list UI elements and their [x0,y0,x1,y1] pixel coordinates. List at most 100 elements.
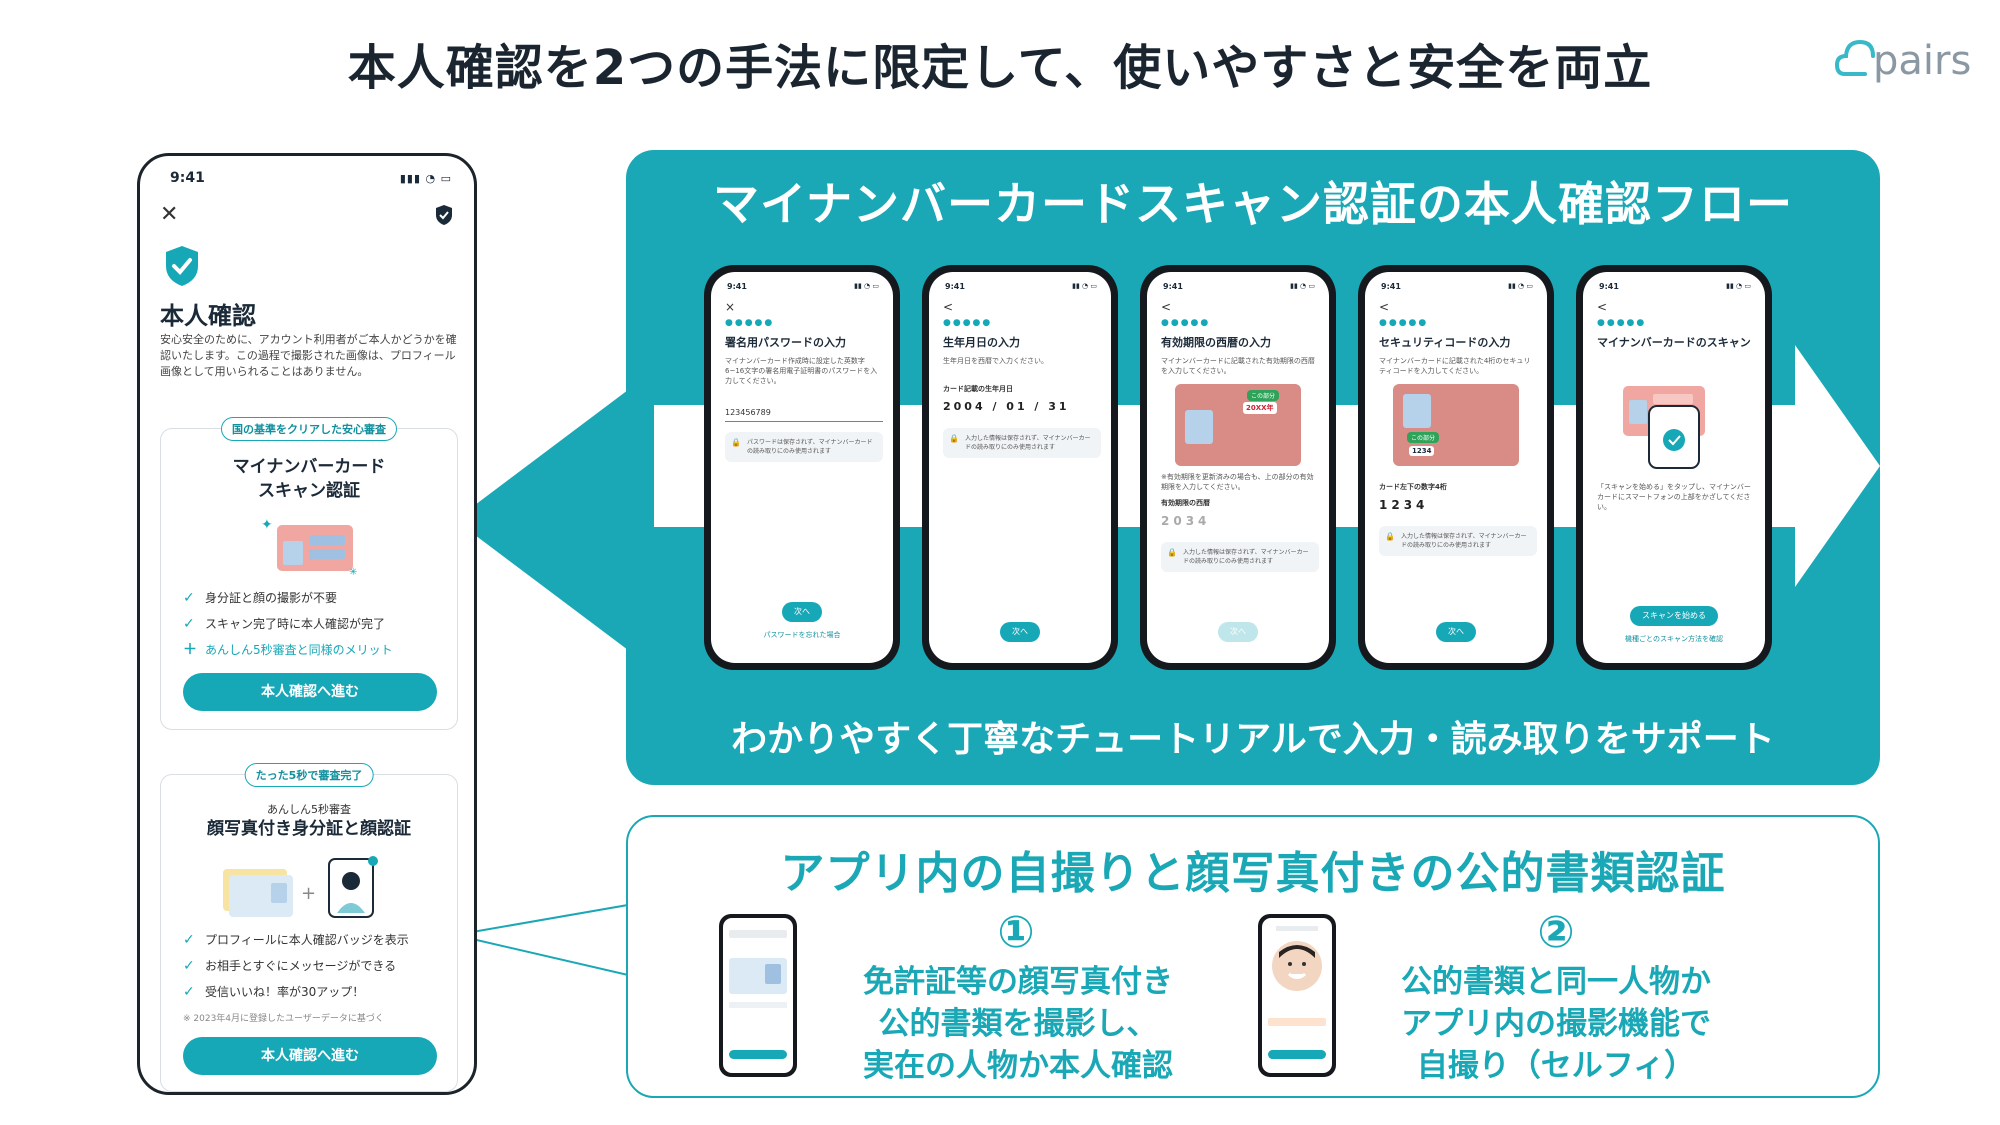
status-time: 9:41 [170,170,205,186]
verification-heading: 本人確認 [160,302,256,330]
page-title: 本人確認を2つの手法に限定して、使いやすさと安全を両立 [347,40,1653,96]
flow-title: マイナンバーカードスキャン認証の本人確認フロー [712,177,1794,231]
right-arrow-icon [1795,345,1880,587]
svg-text:✳: ✳ [349,567,357,577]
screen-title: セキュリティコードの入力 [1379,336,1511,349]
next-button[interactable]: 次へ [1000,622,1040,642]
status-time: 9:41 [1163,282,1183,291]
card-subtitle: あんしん5秒審査 [267,803,351,816]
privacy-note: パスワードは保存されず、マイナンバーカードの読み取りにのみ使用されます [725,432,883,462]
step2-text: 公的書類と同一人物か アプリ内の撮影機能で 自撮り（セルフィ） [1401,964,1711,1084]
step1-text: 免許証等の顔写真付き 公的書類を撮影し、 実在の人物か本人確認 [863,964,1173,1084]
back-icon[interactable]: < [1379,300,1390,314]
status-icons: ▮▮ ◔ ▭ [1290,282,1315,290]
card-tag: たった5秒で審査完了 [244,763,374,787]
card2-benefits: ✓プロフィールに本人確認バッジを表示 ✓お相手とすぐにメッセージができる ✓受信… [183,927,409,1005]
highlight-badge: この部分 [1247,390,1280,401]
flow-screen-password: 9:41 ▮▮ ◔ ▭ × ●●●●● 署名用パスワードの入力 マイナンバーカー… [704,265,900,670]
card-title-line2: スキャン認証 [258,481,360,501]
card1-benefits: ✓身分証と顔の撮影が不要 ✓スキャン完了時に本人確認が完了 ＋あんしん5秒審査と… [183,585,393,663]
status-time: 9:41 [945,282,965,291]
security-code-input[interactable]: 1234 [1379,498,1429,512]
footnote: ※ 2023年4月に登録したユーザーデータに基づく [183,1014,384,1024]
status-icons: ▮▮ ◔ ▭ [1508,282,1533,290]
selfie-verification-panel: アプリ内の自撮りと顔写真付きの公的書類認証 ① 免許証等の顔写真付き 公的書類を… [626,815,1880,1098]
privacy-note: 入力した情報は保存されず、マイナンバーカードの読み取りにのみ使用されます [1379,526,1537,556]
expiry-input[interactable]: 2034 [1161,514,1211,528]
cloud-icon [1835,39,1875,76]
screen-description: 生年月日を西暦で入力ください。 [943,357,1048,365]
pairs-logo: pairs [1835,34,1995,90]
phone-verification-screen: 9:41 ▮▮▮ ◔ ▭ ✕ 本人確認 安心安全のために、アカウント利用者がご本… [137,153,477,1095]
step-indicator: ●●●●● [943,318,993,328]
document-photo-phone [719,914,797,1077]
id-card-illustration-icon: ✦ ✳ [261,517,357,577]
birthdate-input[interactable]: 2004 / 01 / 31 [943,400,1070,413]
plus-icon: ＋ [183,642,197,658]
next-button[interactable]: 次へ [1218,622,1258,642]
card-tag: 国の基準をクリアした安心審査 [221,417,397,441]
field-label: 有効期限の西暦 [1161,499,1210,507]
screen-title: 署名用パスワードの入力 [725,336,846,349]
capture-button[interactable] [1268,1050,1326,1059]
privacy-note: 入力した情報は保存されず、マイナンバーカードの読み取りにのみ使用されます [943,428,1101,458]
selfie-face-image [1272,941,1322,991]
check-icon: ✓ [183,616,195,632]
step-indicator: ●●●●● [725,318,775,328]
screen-title: 生年月日の入力 [943,336,1020,349]
back-icon[interactable]: < [943,300,954,314]
mynumber-card-option: 国の基準をクリアした安心審査 マイナンバーカード スキャン認証 ✦ ✳ ✓身分証… [160,417,458,730]
step-indicator: ●●●●● [1597,318,1647,328]
check-icon: ✓ [183,932,195,948]
screen-title: マイナンバーカードのスキャン [1597,336,1751,349]
status-time: 9:41 [1381,282,1401,291]
verification-description: 安心安全のために、アカウント利用者がご本人かどうかを確認いたします。この過程で撮… [160,333,457,378]
step-indicator: ●●●●● [1161,318,1211,328]
back-icon[interactable]: < [1597,300,1608,314]
highlight-value: 1234 [1409,446,1435,456]
status-icons: ▮▮ ◔ ▭ [1726,282,1751,290]
capture-button[interactable] [729,1050,787,1059]
password-input[interactable]: 123456789 [725,408,883,422]
close-icon[interactable]: ✕ [160,202,179,227]
next-button[interactable]: 次へ [782,602,822,622]
verified-shield-icon [166,246,198,286]
back-icon[interactable]: < [1161,300,1172,314]
card-illustration: この部分 1234 [1393,384,1519,466]
photo-id-option: たった5秒で審査完了 あんしん5秒審査 顔写真付き身分証と顔認証 + ✓プロフィ… [160,763,458,1092]
list-item: ✓お相手とすぐにメッセージができる [183,953,409,979]
status-icons: ▮▮ ◔ ▭ [854,282,879,290]
screen-title: 有効期限の西暦の入力 [1161,336,1271,349]
proceed-button[interactable]: 本人確認へ進む [183,673,437,711]
connector-upper [455,390,628,650]
flow-screen-birthdate: 9:41 ▮▮ ◔ ▭ < ●●●●● 生年月日の入力 生年月日を西暦で入力くだ… [922,265,1118,670]
list-item: ＋あんしん5秒審査と同様のメリット [183,637,393,663]
selfie-phone [1258,914,1336,1077]
status-icons: ▮▮▮ ◔ ▭ [399,172,452,185]
screen-description: マイナンバーカード作成時に設定した英数字6~16文字の署名用電子証明書のパスワー… [725,357,878,385]
list-item: ✓スキャン完了時に本人確認が完了 [183,611,393,637]
scan-method-link[interactable]: 機種ごとのスキャン方法を確認 [1625,635,1723,643]
shield-icon[interactable] [434,204,454,226]
card-title-line1: マイナンバーカード [232,457,386,477]
next-button[interactable]: 次へ [1436,622,1476,642]
forgot-password-link[interactable]: パスワードを忘れた場合 [763,631,841,639]
screen-description: マイナンバーカードに記載された有効期限の西暦を入力してください。 [1161,357,1315,375]
check-icon: ✓ [183,590,195,606]
field-label: カード左下の数字4桁 [1379,483,1447,491]
logo-text: pairs [1873,38,1972,84]
proceed-button[interactable]: 本人確認へ進む [183,1037,437,1075]
flow-screen-expiry: 9:41 ▮▮ ◔ ▭ < ●●●●● 有効期限の西暦の入力 マイナンバーカード… [1140,265,1336,670]
list-item: ✓受信いいね！率が30アップ！ [183,979,409,1005]
phone-scan-illustration-icon [1623,386,1705,469]
check-icon: ✓ [183,958,195,974]
card-title: 顔写真付き身分証と顔認証 [207,819,411,839]
expiry-hint: ※有効期限を更新済みの場合も、上の部分の有効期限を入力してください。 [1161,473,1314,491]
close-icon[interactable]: × [725,300,736,314]
highlight-badge: この部分 [1407,432,1440,443]
start-scan-button[interactable]: スキャンを始める [1630,606,1718,626]
privacy-note: 入力した情報は保存されず、マイナンバーカードの読み取りにのみ使用されます [1161,542,1319,572]
step-indicator: ●●●●● [1379,318,1429,328]
status-time: 9:41 [1599,282,1619,291]
connector-lower [454,903,629,977]
